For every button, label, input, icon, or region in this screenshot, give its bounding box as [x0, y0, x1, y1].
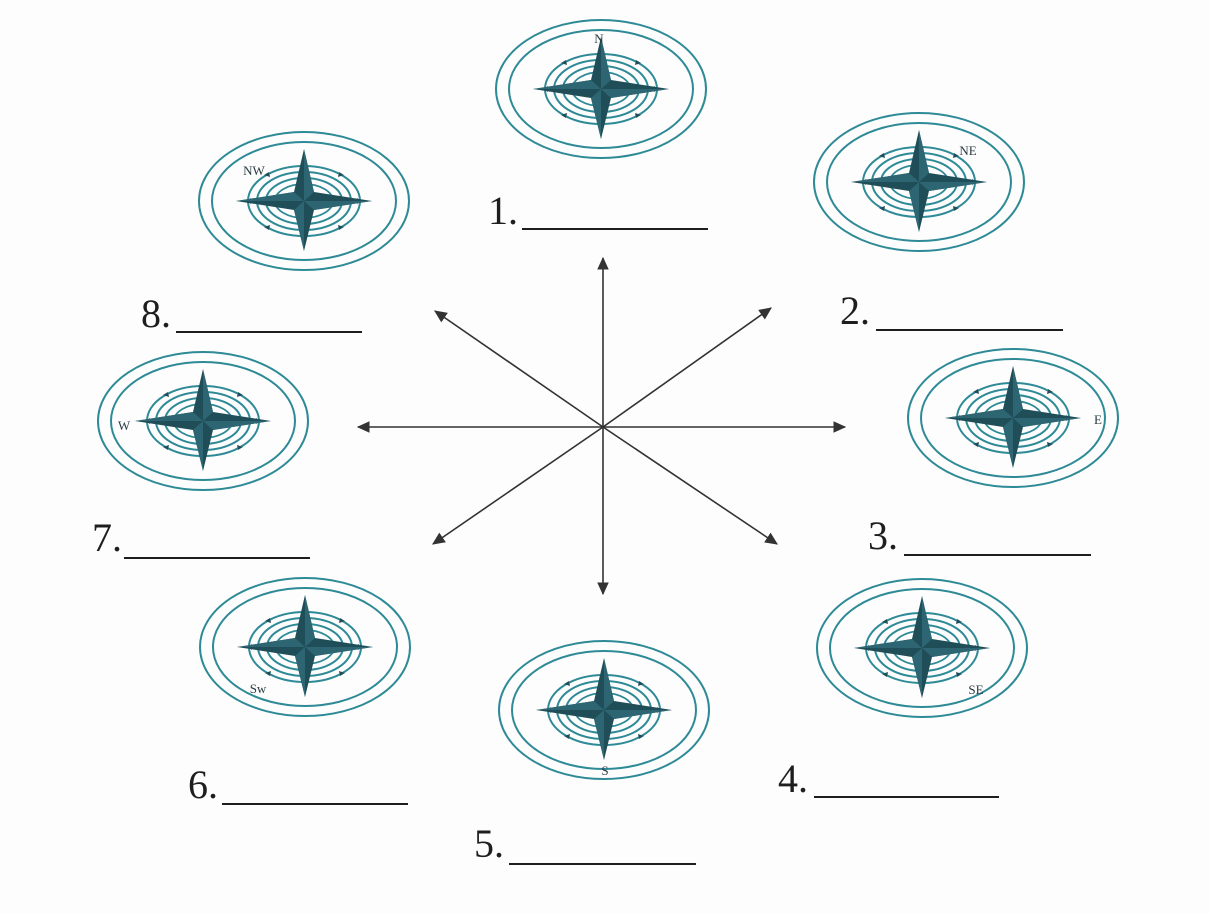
blank-6-number: 6.: [188, 762, 218, 807]
compass-rose-icon: [816, 578, 1028, 718]
compass-3: E 3.: [868, 348, 1119, 558]
compass-6: Sw 6.: [188, 577, 411, 807]
arrow-northwest: [434, 310, 604, 428]
compass-rose-icon: [198, 131, 410, 271]
direction-arrows: [356, 256, 847, 596]
compass-7: W 7.: [92, 351, 310, 560]
compass-7-direction: W: [118, 418, 131, 433]
blank-2-number: 2.: [840, 288, 870, 333]
blank-1-number: 1.: [488, 188, 518, 233]
compass-2: NE 2.: [813, 112, 1063, 333]
compass-6-direction: Sw: [250, 681, 267, 696]
compass-rose-icon: [813, 112, 1025, 252]
compass-rose-icon: [199, 577, 411, 717]
arrow-southeast: [602, 426, 778, 545]
compass-1: N 1.: [488, 19, 708, 233]
arrow-northeast: [602, 307, 772, 428]
blank-7-number: 7.: [92, 515, 122, 560]
blank-8-number: 8.: [141, 291, 171, 336]
compass-1-direction: N: [594, 31, 604, 46]
compass-5-direction: S: [601, 763, 608, 778]
blank-3-number: 3.: [868, 513, 898, 558]
arrow-southwest: [432, 426, 604, 545]
compass-2-direction: NE: [959, 143, 976, 158]
compass-rose-icon: [498, 640, 710, 780]
compass-4: SE 4.: [778, 578, 1028, 801]
compass-5: S 5.: [474, 640, 710, 866]
blank-5-number: 5.: [474, 821, 504, 866]
compass-3-direction: E: [1094, 412, 1102, 427]
compass-rose-icon: [907, 348, 1119, 488]
compass-8: NW 8.: [141, 131, 410, 336]
compass-8-direction: NW: [243, 163, 265, 178]
blank-4-number: 4.: [778, 756, 808, 801]
compass-4-direction: SE: [968, 682, 983, 697]
